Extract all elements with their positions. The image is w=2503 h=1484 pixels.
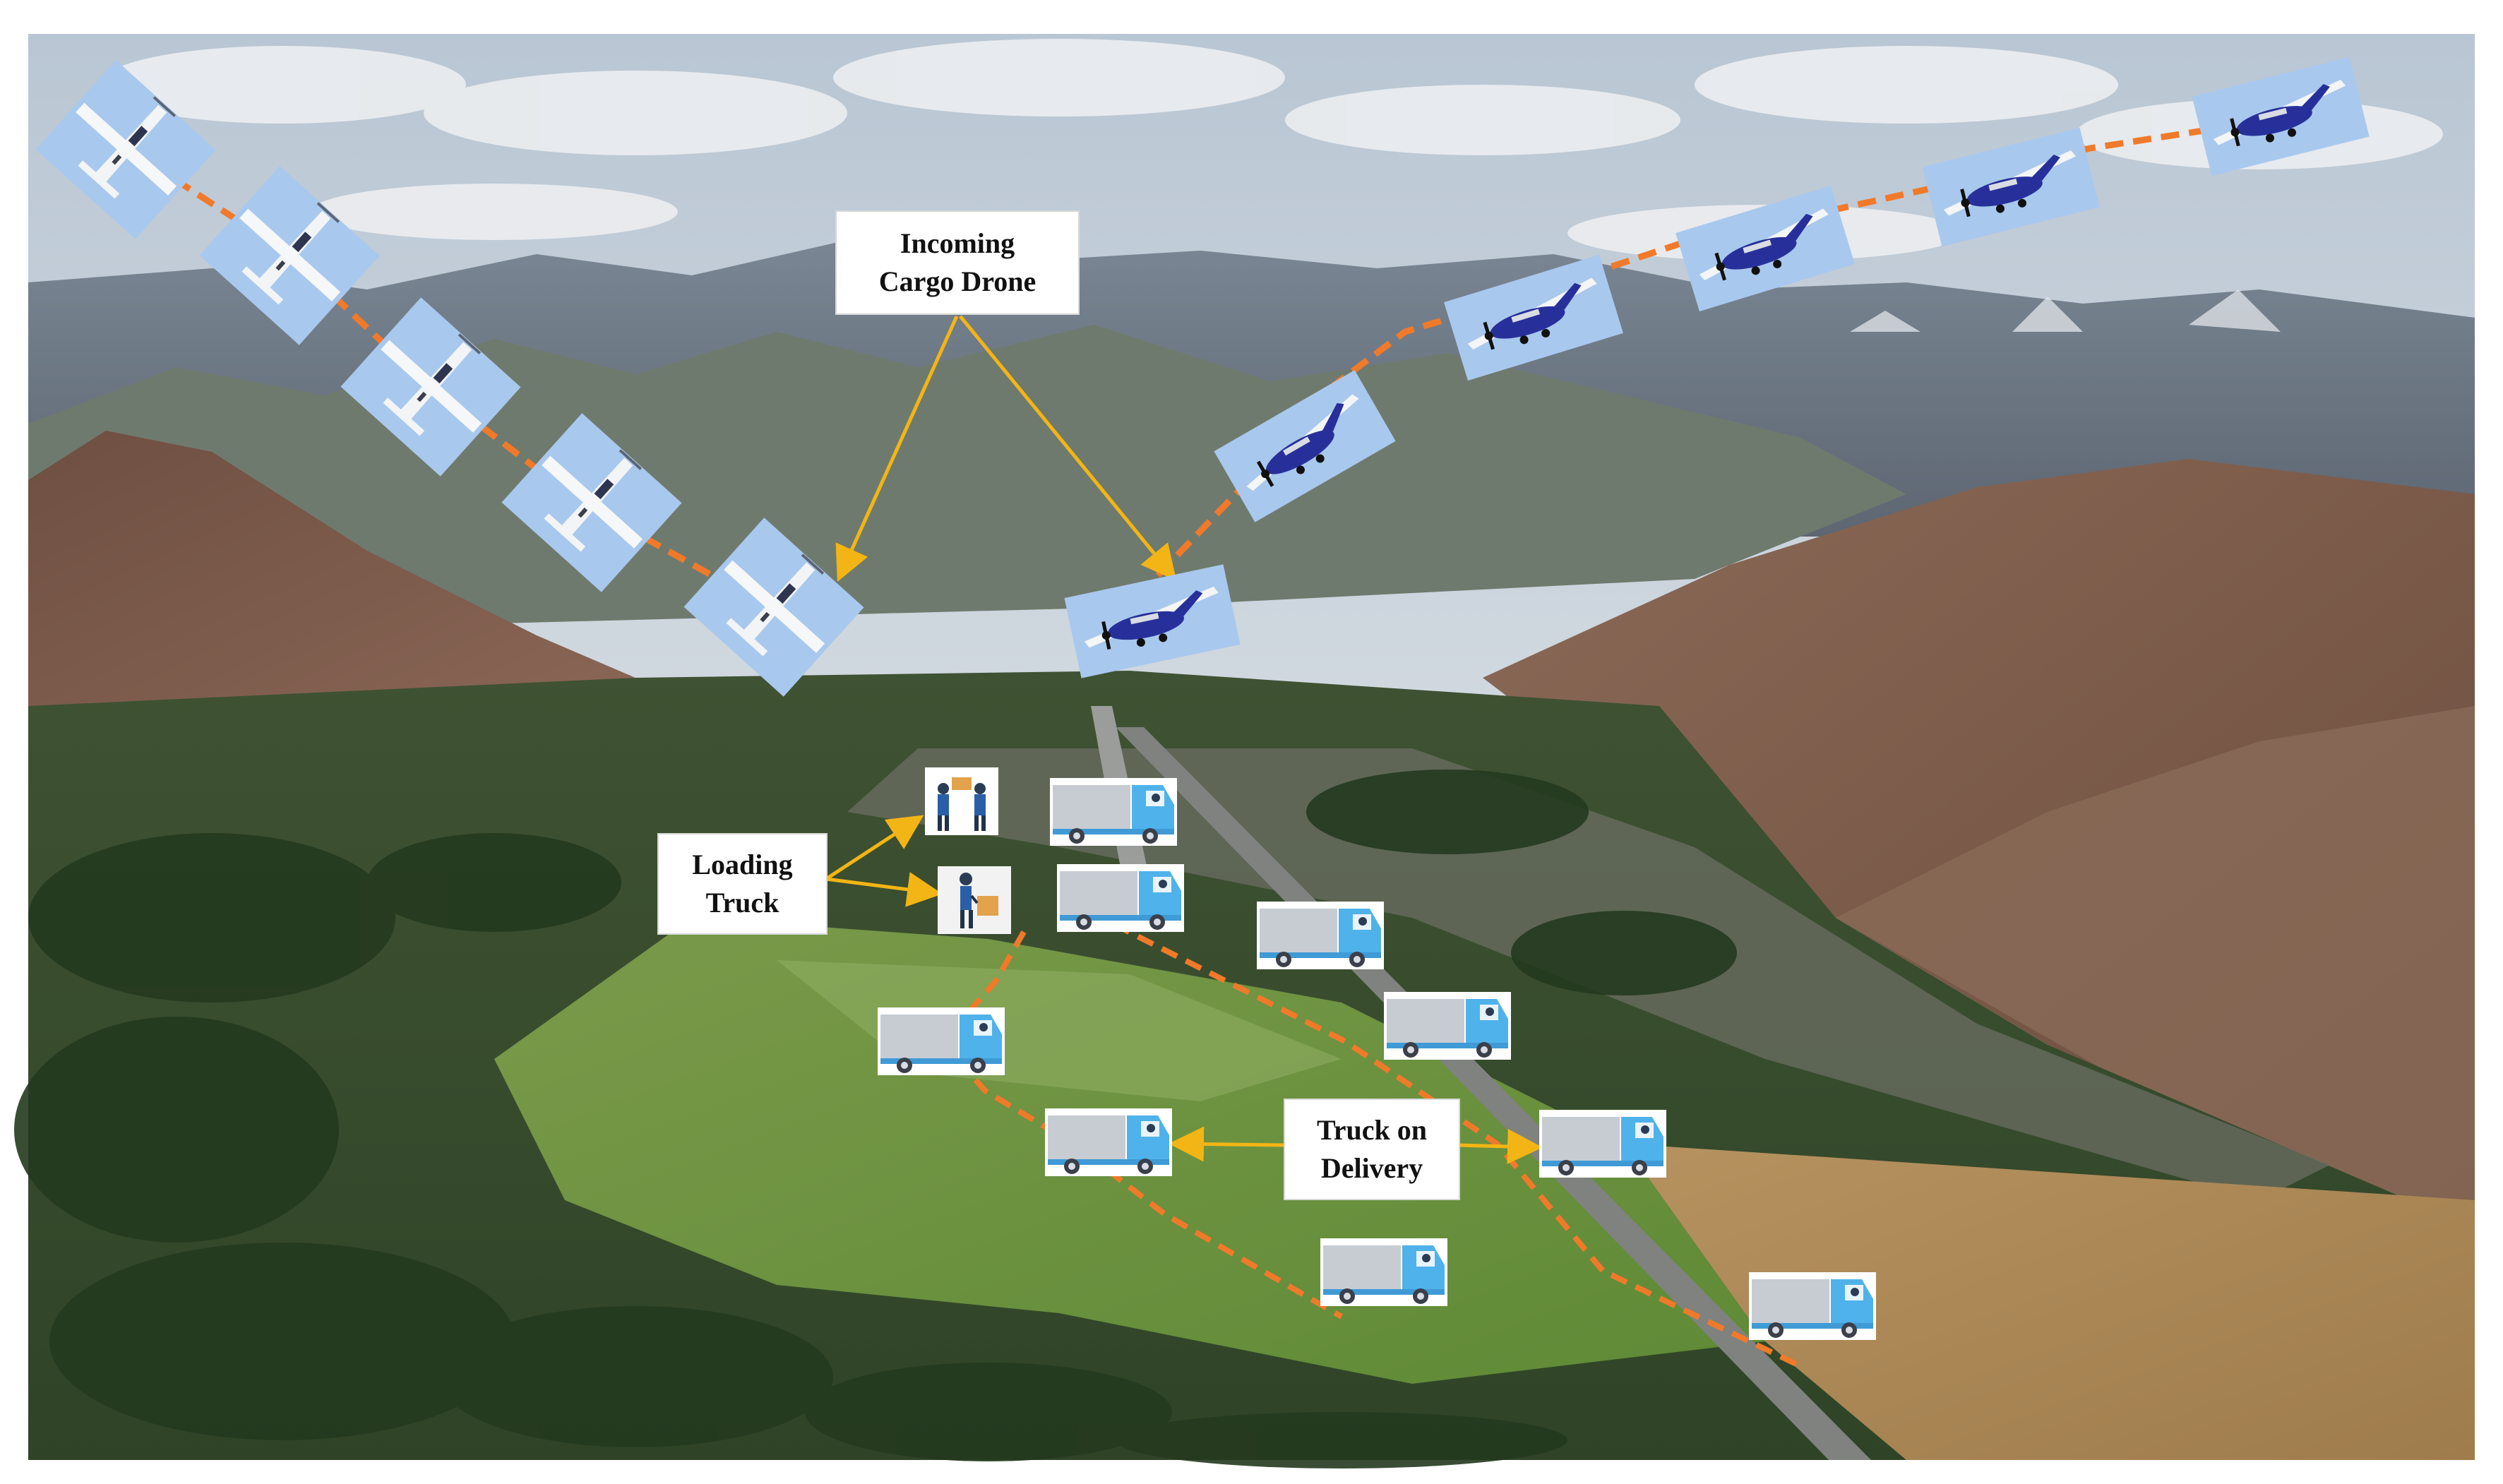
delivery-truck-icon [1257,902,1384,969]
arrow-to-loading-2 [825,872,943,907]
truck-on-delivery-line-2: Delivery [1320,1152,1423,1184]
delivery-truck-icon [1384,992,1511,1060]
incoming-cargo-drone-line-2: Cargo Drone [878,265,1037,297]
delivery-truck-icon [1320,1238,1447,1306]
loading-truck-label: Loading Truck [657,833,828,935]
arrow-to-drone-right [959,315,1177,581]
delivery-truck-icon [878,1007,1005,1075]
arrow-to-loading-1 [825,815,924,881]
delivery-truck-icon [1539,1110,1666,1178]
incoming-cargo-drone-line-1: Incoming [900,227,1015,259]
loading-area [925,767,1011,934]
arrow-to-truck-right [1457,1128,1543,1164]
background-landscape [14,34,2475,1468]
callout-arrows [825,315,1543,1164]
incoming-cargo-drone-label: Incoming Cargo Drone [835,210,1080,315]
truck-on-delivery-line-1: Truck on [1317,1114,1427,1146]
delivery-truck-icon [1050,778,1177,846]
worker-loading-boxes-icon [925,767,998,835]
delivery-truck-icon [1045,1108,1172,1176]
loading-truck-line-2: Truck [705,887,779,918]
worker-loading-boxes-icon [938,866,1011,934]
truck-on-delivery-label: Truck on Delivery [1284,1099,1460,1200]
delivery-truck-icon [1057,864,1184,932]
truck-delivery-routes [938,897,1802,1369]
arrow-to-drone-left [835,315,959,582]
loading-truck-line-1: Loading [692,849,793,880]
delivery-truck-icon [1749,1272,1876,1340]
arrow-to-truck-left [1169,1126,1284,1162]
